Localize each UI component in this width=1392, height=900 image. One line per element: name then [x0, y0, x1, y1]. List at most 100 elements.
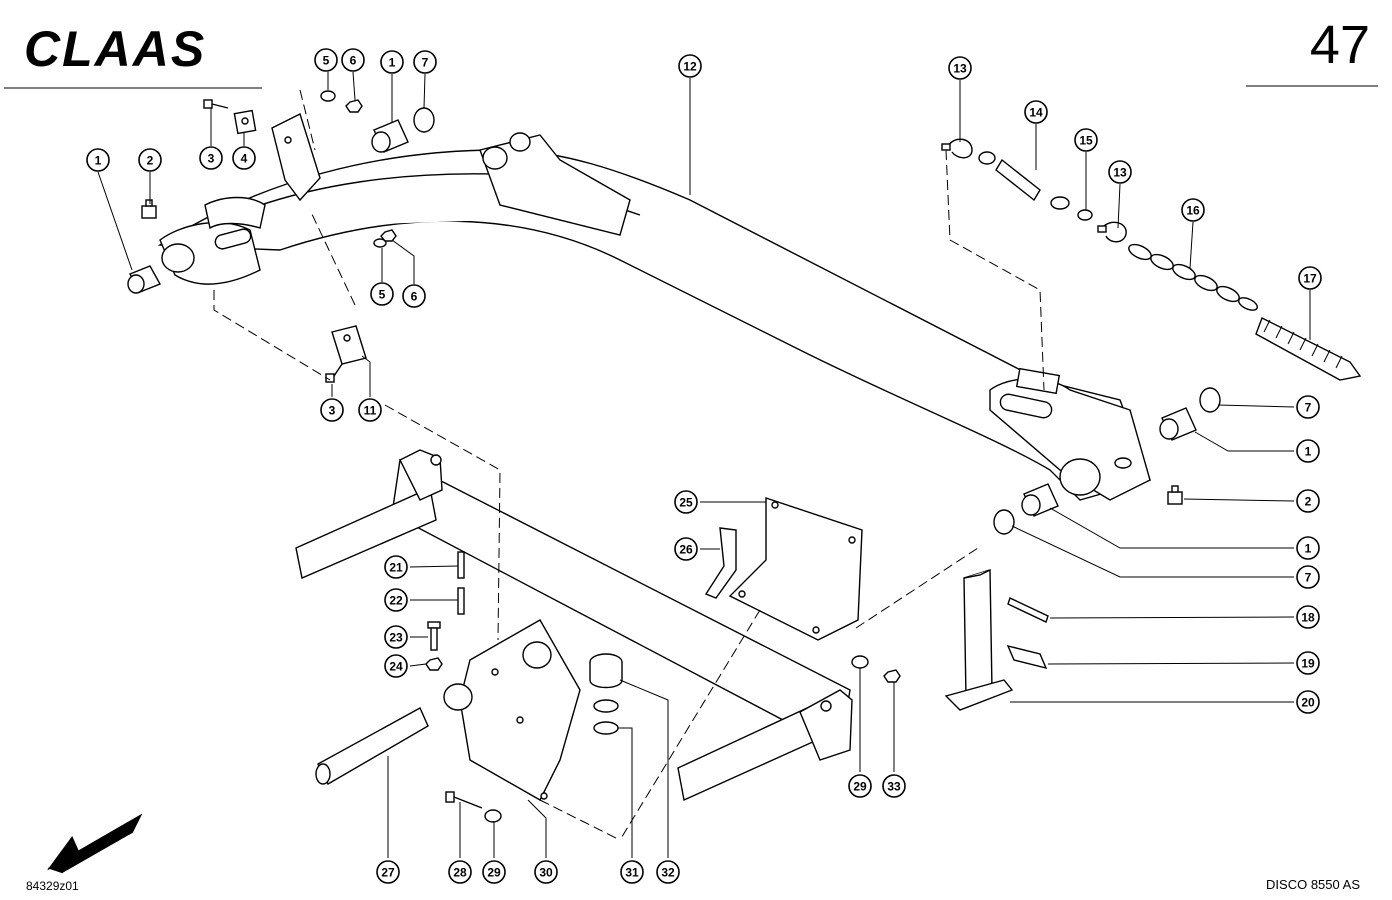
callout-part-16: 16 — [1181, 198, 1205, 222]
callout-label: 6 — [350, 54, 357, 68]
callout-label: 18 — [1301, 611, 1315, 625]
callout-label: 13 — [953, 62, 967, 76]
callout-part-18: 18 — [1296, 605, 1320, 629]
callout-part-30: 30 — [534, 860, 558, 884]
bracket-plate — [271, 113, 321, 202]
callout-label: 1 — [95, 154, 102, 168]
callout-circle — [341, 48, 365, 72]
callout-part-11: 11 — [358, 398, 382, 422]
callout-label: 1 — [1305, 542, 1312, 556]
callout-circle — [674, 490, 698, 514]
callout-circle — [1296, 565, 1320, 589]
callout-part-7: 7 — [1296, 565, 1320, 589]
callout-circle — [138, 148, 162, 172]
callout-part-31: 31 — [620, 860, 644, 884]
callout-label: 13 — [1113, 166, 1127, 180]
callout-label: 30 — [539, 866, 553, 880]
callout-label: 29 — [487, 866, 501, 880]
bolt-nut-parts-23-24 — [425, 621, 443, 671]
callout-part-28: 28 — [448, 860, 472, 884]
callout-label: 4 — [241, 152, 248, 166]
drawing-id: 84329z01 — [26, 879, 79, 893]
shackle-part-13-left — [941, 138, 973, 159]
callout-circle — [674, 537, 698, 561]
callout-circle — [1181, 198, 1205, 222]
brand-wordmark: CLAAS — [24, 22, 206, 72]
callout-label: 27 — [381, 866, 395, 880]
callout-circle — [380, 50, 404, 74]
callout-circle — [402, 284, 426, 308]
washer-part-15 — [1077, 209, 1093, 221]
callout-part-7: 7 — [1296, 395, 1320, 419]
callout-circle — [1296, 605, 1320, 629]
direction-arrow — [47, 813, 143, 874]
callout-circle — [1296, 489, 1320, 513]
turnbuckle-part-14 — [978, 151, 1070, 210]
callout-label: 25 — [679, 496, 693, 510]
callout-part-2: 2 — [138, 148, 162, 172]
callout-label: 1 — [389, 56, 396, 70]
mount-plate-part-25 — [728, 497, 863, 641]
callout-part-19: 19 — [1296, 651, 1320, 675]
callout-part-1: 1 — [380, 50, 404, 74]
callout-part-1: 1 — [1296, 439, 1320, 463]
callout-part-23: 23 — [384, 625, 408, 649]
spring-part-17 — [1255, 317, 1362, 381]
callout-label: 1 — [1305, 445, 1312, 459]
callout-circle — [1296, 690, 1320, 714]
callout-part-3: 3 — [199, 146, 223, 170]
callout-part-3: 3 — [320, 398, 344, 422]
model-name: DISCO 8550 AS — [1266, 877, 1360, 892]
callout-circle — [448, 860, 472, 884]
pivot-bracket-part-30 — [443, 619, 581, 801]
callout-part-29: 29 — [482, 860, 506, 884]
pin-part-18 — [1007, 597, 1049, 623]
callout-part-17: 17 — [1298, 266, 1322, 290]
callout-circle — [1296, 439, 1320, 463]
bushing-part-1-left — [127, 265, 161, 294]
callout-label: 21 — [389, 561, 403, 575]
callout-label: 32 — [661, 866, 675, 880]
callout-label: 15 — [1079, 134, 1093, 148]
bushing-part-1-right-top — [1159, 407, 1197, 441]
drawbar-part-12 — [157, 132, 1151, 501]
callout-label: 24 — [389, 660, 403, 674]
callout-part-5: 5 — [314, 48, 338, 72]
callout-circle — [358, 398, 382, 422]
callout-part-6: 6 — [402, 284, 426, 308]
ring-part-7-top — [413, 107, 435, 133]
shackle-part-13-right — [1097, 221, 1127, 243]
callout-part-15: 15 — [1074, 128, 1098, 152]
bushing-part-1-right-bottom — [1021, 483, 1059, 517]
callout-part-5: 5 — [370, 282, 394, 306]
callout-circle — [413, 50, 437, 74]
bracket-part-26 — [704, 527, 737, 599]
chain-part-16 — [1128, 243, 1259, 311]
callout-label: 3 — [329, 404, 336, 418]
callout-circle — [1298, 266, 1322, 290]
stand-part-20 — [944, 569, 1014, 711]
callout-part-1: 1 — [86, 148, 110, 172]
callout-label: 5 — [323, 54, 330, 68]
bolt-washer-parts-28-29 — [445, 791, 502, 823]
callout-circle — [620, 860, 644, 884]
grease-nipple-part-2-left — [141, 199, 157, 219]
callout-label: 5 — [379, 288, 386, 302]
ring-part-7-right-bottom — [993, 509, 1015, 535]
assembly-dashed-lines — [213, 89, 1045, 841]
callout-circle — [370, 282, 394, 306]
pin-part-27 — [315, 707, 429, 785]
callout-circle — [1024, 100, 1048, 124]
washers-part-31 — [593, 699, 619, 735]
callout-circle — [384, 588, 408, 612]
callout-label: 28 — [453, 866, 467, 880]
callout-circle — [848, 774, 872, 798]
callout-label: 3 — [208, 152, 215, 166]
callout-circle — [232, 146, 256, 170]
clip-part-19 — [1006, 644, 1048, 670]
callout-label: 2 — [1305, 495, 1312, 509]
ring-part-7-right-top — [1199, 387, 1221, 413]
callout-circle — [1296, 536, 1320, 560]
